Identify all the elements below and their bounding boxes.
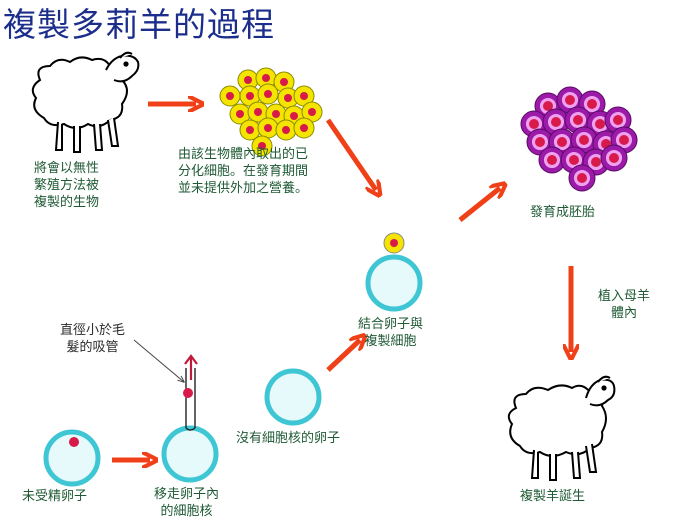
cell-nucleus (284, 94, 292, 102)
cell-nucleus (595, 119, 605, 129)
cell-nucleus (262, 74, 270, 82)
label-cells-extracted: 由該生物體內取出的已 分化細胞。在發育期間 並未提供外加之營養。 (178, 147, 309, 196)
cell-nucleus (236, 110, 244, 118)
label-enucleated-egg: 沒有細胞核的卵子 (236, 431, 341, 446)
cell-nucleus (254, 108, 262, 116)
cell-nucleus (282, 126, 290, 134)
page-title: 複製多莉羊的過程 (3, 5, 275, 44)
cell-nucleus (573, 115, 583, 125)
cell-nucleus (535, 137, 545, 147)
cell-nucleus (244, 76, 252, 84)
cell-nucleus (543, 101, 553, 111)
label-donor-sheep: 將會以無性 繁殖方法被 複製的生物 (34, 161, 100, 210)
arrow-icon (458, 188, 500, 222)
cell-nucleus (246, 92, 254, 100)
cell-nucleus (609, 153, 619, 163)
cell-nucleus (300, 92, 308, 100)
cell-nucleus (619, 135, 629, 145)
cell-nucleus (557, 137, 567, 147)
cell-nucleus (579, 135, 589, 145)
enucleated-egg-icon (264, 368, 322, 426)
cell-nucleus (565, 95, 575, 105)
cell-nucleus (551, 117, 561, 127)
cell-nucleus (280, 78, 288, 86)
label-fusion: 結合卵子與 複製細胞 (358, 317, 424, 349)
pipette-icon (185, 368, 196, 428)
label-pipette: 直徑小於毛 髮的吸管 (60, 323, 126, 355)
arrow-icon (325, 118, 376, 190)
cell-nucleus (300, 124, 308, 132)
cell-nucleus (264, 90, 272, 98)
cell-nucleus (272, 110, 280, 118)
cell-nucleus (226, 92, 234, 100)
cell-nucleus (547, 155, 557, 165)
cell-nucleus (258, 142, 266, 150)
unfertilized-egg-icon (43, 429, 101, 487)
cell-nucleus (529, 119, 539, 129)
cell-nucleus (577, 173, 587, 183)
cell-nucleus (290, 112, 298, 120)
cell-nucleus (587, 99, 597, 109)
embryo-icon (520, 86, 638, 192)
cell-nucleus (308, 108, 316, 116)
donor-sheep-icon (31, 51, 140, 153)
label-implant: 植入母羊 體內 (598, 289, 651, 321)
clone-sheep-icon (507, 375, 616, 481)
cell-nucleus (246, 126, 254, 134)
cell-cluster-icon (219, 67, 323, 157)
cell-nucleus (569, 155, 579, 165)
label-unfertilized-egg: 未受精卵子 (22, 489, 88, 504)
label-clone-born: 複製羊誕生 (520, 489, 586, 504)
cell-nucleus (613, 115, 623, 125)
label-remove-nucleus: 移走卵子內 的細胞核 (154, 487, 220, 519)
cell-nucleus (264, 124, 272, 132)
cell-nucleus (591, 157, 601, 167)
egg-pipette-icon (133, 339, 219, 483)
arrow-icon (326, 340, 360, 372)
fused-egg-cell-icon (365, 232, 423, 312)
label-embryo: 發育成胚胎 (530, 205, 596, 220)
